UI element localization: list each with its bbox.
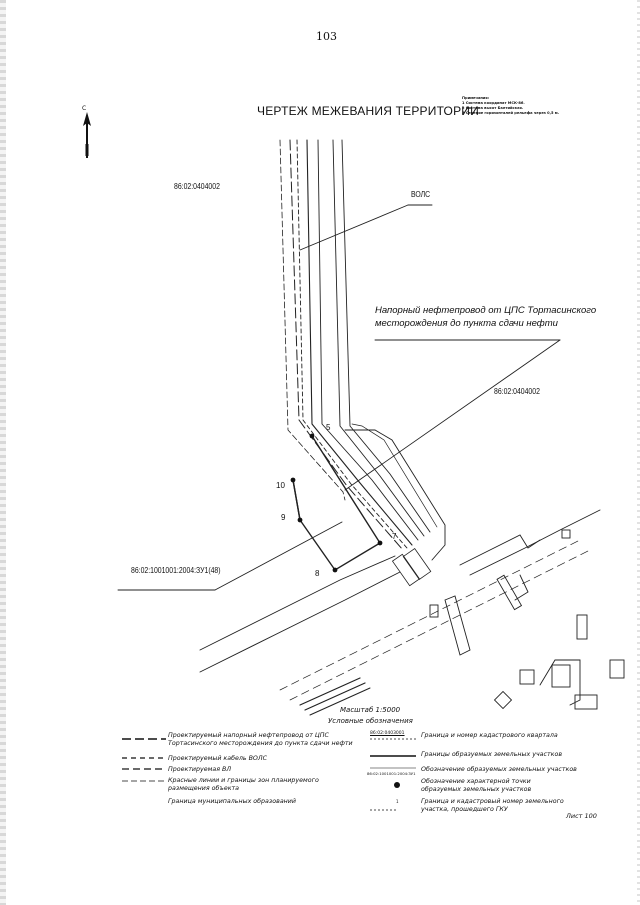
north-letter: С [82, 105, 87, 112]
point-label: 10 [276, 481, 285, 490]
point-marker [290, 477, 296, 483]
notes-heading: Примечания: [462, 96, 490, 100]
legend-gku-sample: 1 [396, 799, 399, 804]
point-label: 8 [315, 569, 320, 578]
notes-item: 3 Сечение горизонталей рельефа через 0,5… [462, 111, 560, 115]
page-number: 103 [316, 30, 337, 43]
road-structure [391, 553, 421, 587]
pipeline-leader [344, 339, 561, 491]
north-arrow-icon [83, 112, 91, 158]
legend-item-parcel-designation: Обозначение образуемых земельных участко… [421, 766, 577, 773]
point-marker [309, 433, 315, 439]
fiber-label: ВОЛС [411, 190, 431, 199]
notes-item: 1 Система координат МСК-86. [462, 101, 525, 105]
quarter-label-right: 86:02:0404002 [494, 387, 540, 396]
road-dashed-center-2 [289, 549, 591, 701]
legend-item-parcel-boundaries: Границы образуемых земельных участков [421, 751, 563, 758]
legend-item-red-lines: Красные линии и границы зон планируемого… [168, 777, 319, 792]
parcel-label: 86:02:1001001:2004:ЗУ1(48) [131, 566, 221, 575]
point-marker [377, 540, 383, 546]
quarter-label-top: 86:02:0404002 [174, 182, 220, 191]
road-lower-edge [199, 571, 401, 673]
corridor-line-a [317, 139, 419, 541]
pipeline-label-line1: Напорный нефтепровод от ЦПС Тортасинског… [375, 305, 597, 316]
legend-item-pipeline: Проектируемый напорный нефтепровод от ЦП… [168, 732, 353, 747]
drawing-title: ЧЕРТЕЖ МЕЖЕВАНИЯ ТЕРРИТОРИИ [257, 104, 479, 118]
corridor-line-b [332, 139, 425, 537]
fiber-line [296, 139, 408, 549]
legend-right-symbols [370, 738, 416, 811]
sheet-number: Лист 100 [566, 812, 597, 820]
legend-item-municipal: Граница муниципальных образований [168, 798, 296, 805]
corridor-line-c [341, 139, 431, 533]
legend-left-symbols [122, 738, 166, 782]
legend-item-quarter: Граница и номер кадастрового квартала [421, 732, 558, 739]
pipeline-label-line2: месторождения до пункта сдачи нефти [375, 318, 558, 329]
notes-block: Примечания: 1 Система координат МСК-86. … [462, 96, 559, 116]
road-upper-edge [199, 555, 396, 651]
legend-item-fiber: Проектируемый кабель ВОЛС [168, 755, 268, 762]
legend-item-power-line: Проектируемая ВЛ [168, 766, 232, 773]
scale-label: Масштаб 1:5000 [340, 706, 401, 714]
point-markers [290, 433, 383, 573]
legend-item-gku-parcel: Граница и кадастровый номер земельного у… [421, 798, 564, 813]
road-rail-1 [299, 677, 361, 706]
parcel-leader [214, 521, 343, 591]
scan-edge-left [0, 0, 6, 905]
legend-item-characteristic-point: Обозначение характерной точки образуемых… [421, 778, 532, 793]
road-rail-3 [309, 687, 371, 716]
point-label: 9 [281, 513, 286, 522]
buildings-group [429, 509, 625, 710]
point-label: 5 [326, 423, 331, 432]
road-edge-right-inner [351, 423, 438, 528]
point-label: 7 [392, 532, 397, 541]
legend-quarter-sample: 86:02:0403001 [370, 731, 405, 736]
legend-title: Условные обозначения [328, 717, 413, 725]
legend-parcel-sample: 86:02:1001001:2004:ЗУ1 [367, 771, 416, 776]
red-line-left [279, 139, 346, 501]
parcel-boundary [292, 435, 381, 571]
point-marker [297, 517, 303, 523]
road-edge-right [344, 429, 446, 561]
fiber-leader [299, 204, 409, 251]
point-marker [332, 567, 338, 573]
road-rail-2 [304, 682, 366, 711]
scan-edge-right [637, 0, 640, 905]
pipeline-line [289, 139, 404, 551]
road-structure [402, 547, 432, 581]
notes-item: 2 Система высот Балтийская. [462, 106, 524, 110]
power-line [306, 139, 413, 546]
road-dashed-center [279, 539, 581, 691]
